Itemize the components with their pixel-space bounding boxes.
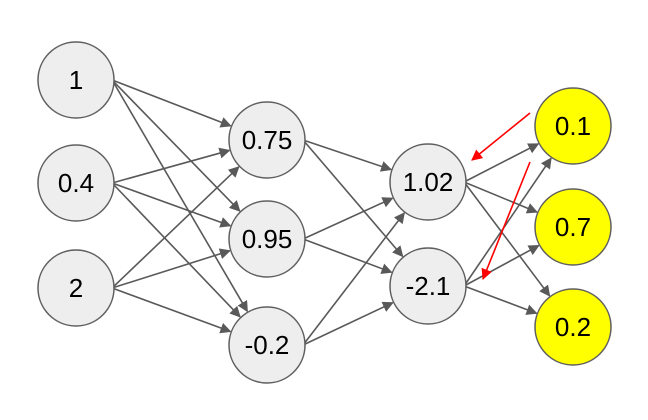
edge-hidden-1-2-to-hidden-2-0 xyxy=(302,212,405,346)
output-node-label: 0.7 xyxy=(555,212,591,242)
edges-layer xyxy=(111,79,552,346)
edge-hidden-2-1-to-output-1 xyxy=(463,244,540,287)
output-node-1: 0.7 xyxy=(534,188,612,266)
edge-input-1-to-hidden-1-2 xyxy=(111,182,241,318)
edge-hidden-1-1-to-hidden-2-1 xyxy=(302,238,393,274)
output-node-label: 0.2 xyxy=(555,312,591,342)
edge-hidden-2-1-to-output-2 xyxy=(463,285,538,315)
input-node-0: 1 xyxy=(37,41,115,119)
edge-input-2-to-hidden-1-1 xyxy=(111,248,231,289)
hidden-2-node-label: 1.02 xyxy=(403,167,454,197)
input-node-circle xyxy=(37,144,115,222)
hidden-1-node-circle xyxy=(228,200,306,278)
edge-hidden-2-0-to-output-0 xyxy=(463,143,540,183)
output-node-circle xyxy=(534,288,612,366)
output-node-circle xyxy=(534,188,612,266)
edge-input-0-to-hidden-1-0 xyxy=(111,79,232,128)
edge-input-0-to-hidden-1-1 xyxy=(111,79,241,212)
edge-input-2-to-hidden-1-2 xyxy=(111,287,232,334)
edge-input-1-to-hidden-1-0 xyxy=(111,147,231,184)
input-node-label: 0.4 xyxy=(58,168,94,198)
hidden-1-node-2: -0.2 xyxy=(228,306,306,384)
hidden-1-node-circle xyxy=(228,101,306,179)
hidden-2-node-label: -2.1 xyxy=(406,271,451,301)
hidden-2-node-circle xyxy=(389,247,467,325)
input-node-1: 0.4 xyxy=(37,144,115,222)
hidden-1-node-label: 0.95 xyxy=(242,224,293,254)
hidden-1-node-circle xyxy=(228,306,306,384)
hidden-1-node-0: 0.75 xyxy=(228,101,306,179)
output-node-2: 0.2 xyxy=(534,288,612,366)
edge-input-1-to-hidden-1-1 xyxy=(111,182,232,228)
edge-hidden-2-0-to-output-2 xyxy=(463,181,551,297)
backprop-arrows-layer xyxy=(471,112,531,281)
input-node-label: 1 xyxy=(69,65,83,95)
output-node-0: 0.1 xyxy=(534,87,612,165)
backprop-arrow-0 xyxy=(471,112,531,161)
input-node-circle xyxy=(37,249,115,327)
hidden-1-node-label: 0.75 xyxy=(242,125,293,155)
edge-hidden-1-0-to-hidden-2-0 xyxy=(302,139,393,172)
edge-hidden-2-1-to-output-0 xyxy=(463,157,552,287)
edge-input-0-to-hidden-1-2 xyxy=(111,79,249,313)
hidden-2-node-0: 1.02 xyxy=(389,143,467,221)
edge-hidden-1-2-to-hidden-2-1 xyxy=(302,301,394,346)
edge-hidden-1-1-to-hidden-2-0 xyxy=(302,197,394,240)
hidden-2-node-1: -2.1 xyxy=(389,247,467,325)
output-node-label: 0.1 xyxy=(555,111,591,141)
hidden-2-node-circle xyxy=(389,143,467,221)
edge-hidden-2-0-to-output-1 xyxy=(463,181,538,214)
input-node-2: 2 xyxy=(37,249,115,327)
input-node-circle xyxy=(37,41,115,119)
hidden-1-node-1: 0.95 xyxy=(228,200,306,278)
hidden-1-node-label: -0.2 xyxy=(245,330,290,360)
edge-input-2-to-hidden-1-0 xyxy=(111,166,240,289)
output-node-circle xyxy=(534,87,612,165)
nodes-layer: 1 0.4 2 0.75 0.95 -0.2 1.02 -2.1 0.1 0.7 0.2 xyxy=(37,41,612,384)
input-node-label: 2 xyxy=(69,273,83,303)
backprop-arrow-1 xyxy=(481,161,531,281)
